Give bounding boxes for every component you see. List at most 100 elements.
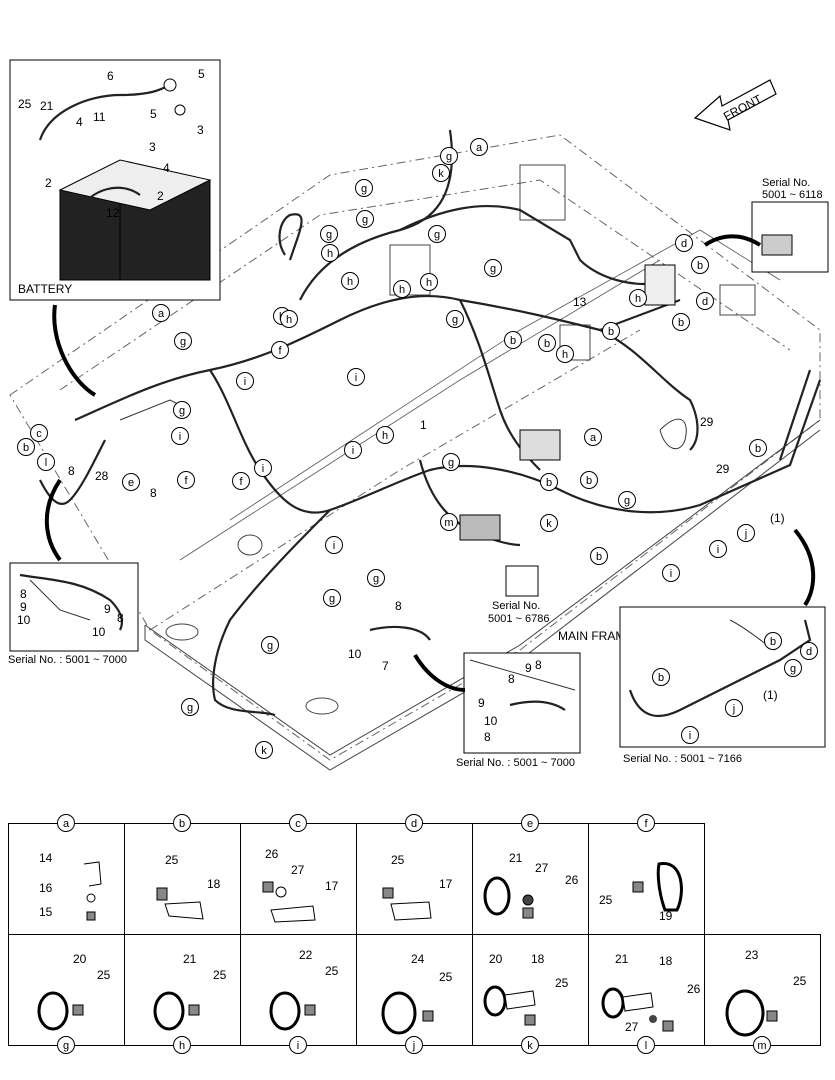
callout-m: m [440,513,458,531]
callout-label: b [697,260,703,272]
detail-inset-top-right: Serial No. 5001 ~ 6118 [751,177,829,273]
detail-left-num-10b: 10 [92,625,106,639]
detail-bottom-num-9b: 10 [484,714,498,728]
main-frame-title: MAIN FRAME [558,629,633,643]
callout-label: h [562,349,568,361]
callout-label: a [158,308,165,320]
callout-f: f [177,471,195,489]
callout-label: f [184,475,188,487]
part-number: 18 [659,954,673,968]
callout-c: c [30,424,48,442]
parts-badge-m: m [753,1036,771,1054]
callout-label: f [239,476,243,488]
callout-g: g [440,147,458,165]
part-number: 20 [489,952,503,966]
part-number: 25 [391,853,405,867]
callout-label: b [596,551,602,563]
part-number: 26 [265,847,279,861]
callout-k: k [255,741,273,759]
callout-label: b [678,317,684,329]
callout-a: a [470,138,488,156]
callout-i: i [709,540,727,558]
detail-bottom-num-9a: 9 [525,661,532,675]
num-8a: 8 [68,464,75,478]
callout-label: k [261,745,267,757]
callout-label: i [179,431,181,443]
callout-j: j [725,699,743,717]
detail-left-num-9b: 9 [104,602,111,616]
callout-label: b [770,636,776,648]
num-28: 28 [95,469,109,483]
parts-cell-i: 22 25 [240,934,357,1046]
callout-label: h [286,314,292,326]
callout-g: g [784,659,802,677]
callout-i: i [662,564,680,582]
callout-label: i [333,540,335,552]
part-number: 22 [299,948,313,962]
callout-f: f [271,341,289,359]
callout-label: b [608,326,614,338]
callout-label: b [586,475,592,487]
num-29b: 29 [716,462,730,476]
parts-badge-l: l [637,1036,655,1054]
callout-label: a [476,142,483,154]
num-8d: 10 [348,647,362,661]
callout-b: b [590,547,608,565]
detail-bottom-num-10b: 9 [478,696,485,710]
callout-label: g [329,593,335,605]
detail-bottom-num-8b: 8 [484,730,491,744]
callout-b: b [538,334,556,352]
part-number: 20 [73,952,87,966]
battery-title: BATTERY [18,282,72,296]
callout-label: j [744,528,747,540]
callout-label: g [434,229,440,241]
callout-h: h [376,426,394,444]
callout-h: h [556,345,574,363]
battery-num-3: 21 [40,99,54,113]
parts-badge-d: d [405,814,423,832]
callout-b: b [672,313,690,331]
part-number: 26 [687,982,701,996]
callout-label: g [326,229,332,241]
detail-inset-bottom: 9 8 8 9 10 8 Serial No. : 5001 ~ 7000 [456,652,581,769]
callout-a: a [152,304,170,322]
callout-label: l [45,457,47,469]
battery-num-7: 3 [197,123,204,137]
callout-h: h [321,244,339,262]
callout-d: d [675,234,693,252]
part-number: 25 [165,853,179,867]
callout-b: b [504,331,522,349]
part-number: 24 [411,952,425,966]
num-1: 1 [420,418,427,432]
callout-label: h [347,276,353,288]
callout-label: b [544,338,550,350]
callout-label: g [373,573,379,585]
letter-callouts: agkgggghghhhghhbbddhbhbbagfiigcbelffiiih… [17,138,818,759]
part-number: 25 [325,964,339,978]
callout-g: g [173,401,191,419]
detail-inset-left: 8 9 10 8 10 9 Serial No. : 5001 ~ 7000 [8,562,139,666]
parts-badge-b: b [173,814,191,832]
callout-label: g [187,702,193,714]
callout-label: g [179,405,185,417]
part-number: 21 [615,952,629,966]
callout-b: b [691,256,709,274]
part-number: 21 [183,952,197,966]
callout-i: i [171,427,189,445]
callout-label: e [128,477,134,489]
part-number: 25 [97,968,111,982]
callout-l: l [37,453,55,471]
parts-badge-e: e [521,814,539,832]
callout-g: g [355,179,373,197]
callout-label: g [362,214,368,226]
callout-d: d [696,292,714,310]
callout-label: d [702,296,708,308]
main-numbers: 13 1 29 29 (1) 8 28 8 8 7 10 [68,295,785,673]
battery-num-6: 5 [150,107,157,121]
